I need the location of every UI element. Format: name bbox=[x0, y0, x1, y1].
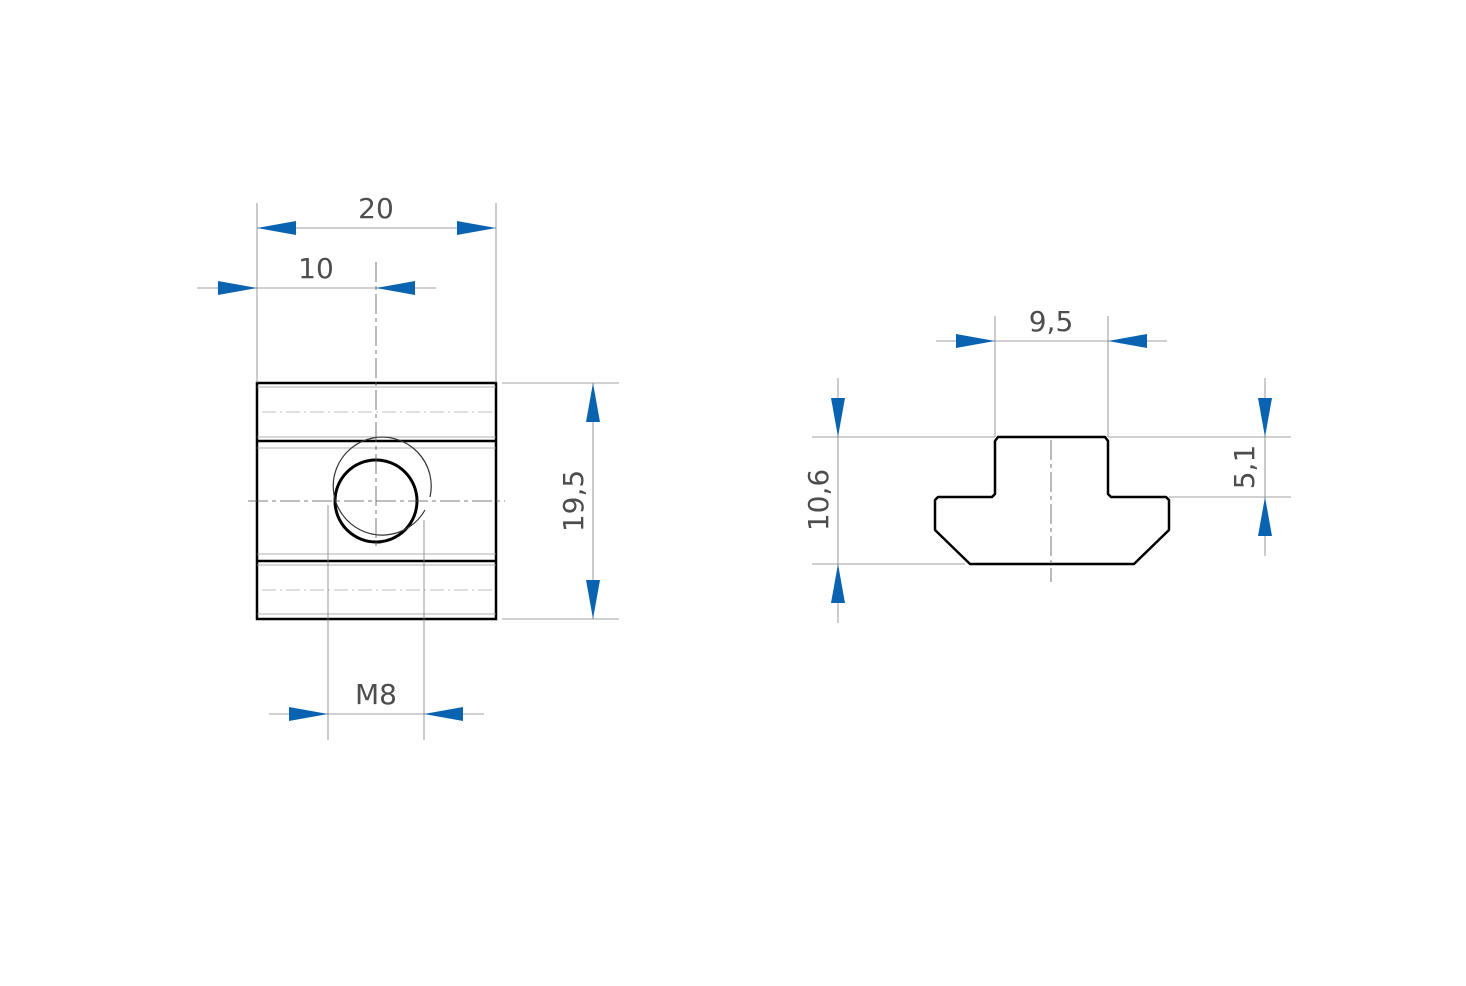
width-label: 20 bbox=[358, 192, 394, 225]
dimension-neck-height-5-1: 5,1 bbox=[1108, 378, 1291, 556]
arrow-left bbox=[376, 281, 415, 295]
arrow-left bbox=[1108, 334, 1147, 348]
neck-width-label: 9,5 bbox=[1029, 305, 1074, 338]
dimension-width-20: 20 bbox=[256, 192, 497, 383]
arrow-up bbox=[831, 564, 845, 603]
arrow-right bbox=[956, 334, 995, 348]
thread-major-arc bbox=[332, 436, 432, 536]
dimension-neck-width-9-5: 9,5 bbox=[936, 305, 1167, 437]
dimension-total-height-10-6: 10,6 bbox=[802, 378, 995, 623]
arrow-left bbox=[424, 707, 463, 721]
neck-height-label: 5,1 bbox=[1228, 445, 1261, 490]
arrow-right bbox=[289, 707, 328, 721]
arrow-up bbox=[586, 383, 600, 422]
arrow-down bbox=[1258, 398, 1272, 437]
dimension-thread-m8: M8 bbox=[269, 505, 484, 740]
total-height-label: 10,6 bbox=[802, 469, 835, 531]
dimension-height-19-5: 19,5 bbox=[502, 382, 619, 620]
arrow-right bbox=[457, 221, 496, 235]
arrow-up bbox=[1258, 497, 1272, 536]
center-label: 10 bbox=[298, 252, 334, 285]
t-profile-outline bbox=[933, 435, 1171, 566]
height-label: 19,5 bbox=[557, 470, 590, 532]
thread-label: M8 bbox=[355, 678, 397, 711]
front-view bbox=[248, 262, 505, 621]
dimension-center-10: 10 bbox=[197, 252, 436, 295]
arrow-down bbox=[586, 580, 600, 619]
arrow-down bbox=[831, 398, 845, 437]
side-view bbox=[933, 435, 1171, 582]
arrow-left bbox=[257, 221, 296, 235]
arrow-right bbox=[218, 281, 257, 295]
